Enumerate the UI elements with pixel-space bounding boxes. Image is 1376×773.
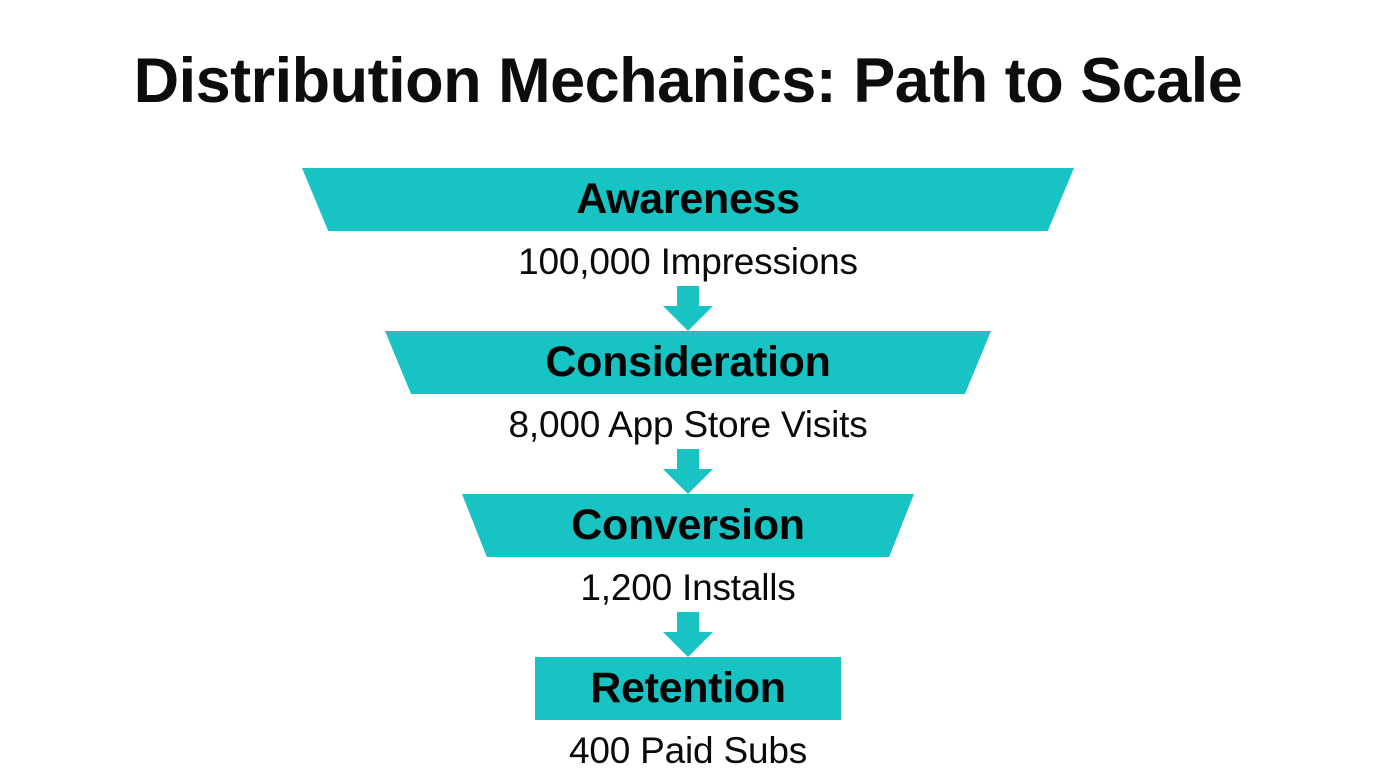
funnel-stage-label: Awareness <box>576 175 800 223</box>
funnel-stage-metric: 100,000 Impressions <box>518 241 858 282</box>
page-title: Distribution Mechanics: Path to Scale <box>133 46 1243 116</box>
funnel-connector <box>0 286 1376 331</box>
funnel-stage-metric: 400 Paid Subs <box>568 730 808 771</box>
arrow-down-icon <box>663 449 713 494</box>
arrow-down-icon <box>663 612 713 657</box>
funnel-stage-consideration[interactable]: Consideration 8,000 App Store Visits <box>0 331 1376 447</box>
funnel-stage-bar[interactable]: Retention <box>535 657 841 720</box>
funnel-connector <box>0 612 1376 657</box>
funnel-stage-bar[interactable]: Consideration <box>385 331 991 394</box>
arrow-down-icon <box>663 286 713 331</box>
funnel-stage-bar[interactable]: Conversion <box>462 494 914 557</box>
funnel-stage-metric: 1,200 Installs <box>580 567 796 608</box>
funnel-stage-conversion[interactable]: Conversion 1,200 Installs <box>0 494 1376 610</box>
funnel-diagram: Awareness 100,000 Impressions Considerat… <box>0 168 1376 773</box>
funnel-stage-metric: 8,000 App Store Visits <box>508 404 868 445</box>
funnel-stage-label: Conversion <box>571 501 805 549</box>
funnel-stage-label: Retention <box>590 664 786 712</box>
funnel-connector <box>0 449 1376 494</box>
funnel-stage-retention[interactable]: Retention 400 Paid Subs <box>0 657 1376 773</box>
funnel-stage-label: Consideration <box>545 338 831 386</box>
funnel-stage-awareness[interactable]: Awareness 100,000 Impressions <box>0 168 1376 284</box>
funnel-stage-bar[interactable]: Awareness <box>302 168 1074 231</box>
